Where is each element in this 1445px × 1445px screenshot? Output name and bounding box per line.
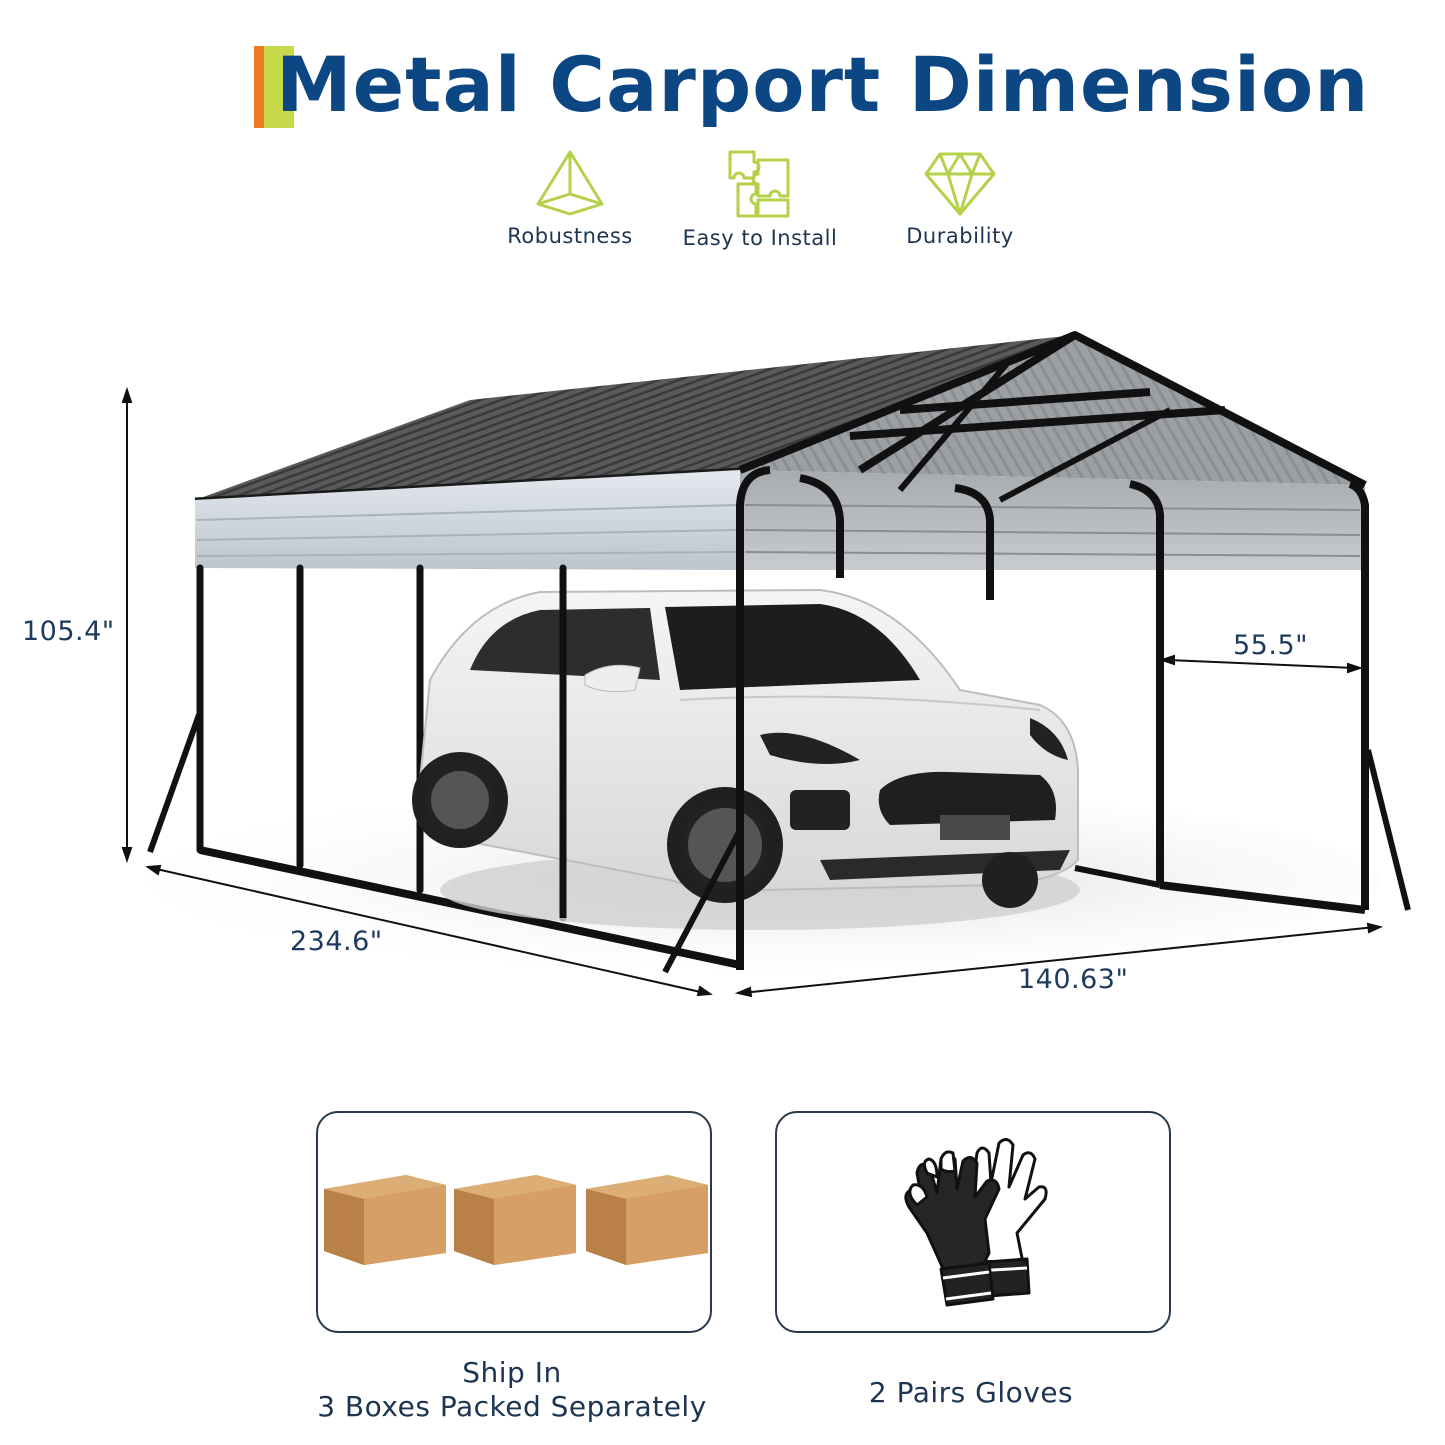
boxes-card [316,1111,712,1333]
gloves-card [775,1111,1171,1333]
boxes-caption: Ship In 3 Boxes Packed Separately [300,1356,724,1424]
bay-width-dimension-label: 55.5" [1233,630,1309,661]
box-icon [324,1175,446,1265]
boxes-caption-line1: Ship In [462,1356,562,1389]
car-illustration [412,588,1080,930]
puzzle-icon [728,150,790,218]
feature-label: Robustness [507,224,633,248]
boxes-caption-line2: 3 Boxes Packed Separately [317,1390,707,1423]
feature-durability: Durability [870,148,1050,248]
height-dimension-label: 105.4" [22,616,115,647]
gloves-caption: 2 Pairs Gloves [868,1376,1074,1409]
feature-label: Durability [906,224,1014,248]
gloves-icon [904,1138,1048,1307]
diamond-icon [924,152,996,216]
page-title: Metal Carport Dimension [276,40,1370,129]
title-accent-lime [264,46,294,128]
feature-easy-install: Easy to Install [670,148,850,250]
length-dimension-label: 234.6" [290,926,383,957]
page-header: Metal Carport Dimension [254,40,1368,130]
feature-list: Robustness Easy to Install Durability [480,148,1040,258]
title-accent-orange [254,46,264,128]
width-dimension-label: 140.63" [1018,964,1129,995]
pyramid-icon [536,150,604,216]
feature-robustness: Robustness [480,148,660,248]
side-panel [195,470,740,570]
carport-illustration [121,331,1411,998]
cardboard-boxes-icon [324,1175,708,1265]
feature-label: Easy to Install [682,226,838,250]
inner-side-panel [740,470,1365,570]
dimension-lines [121,386,1384,998]
